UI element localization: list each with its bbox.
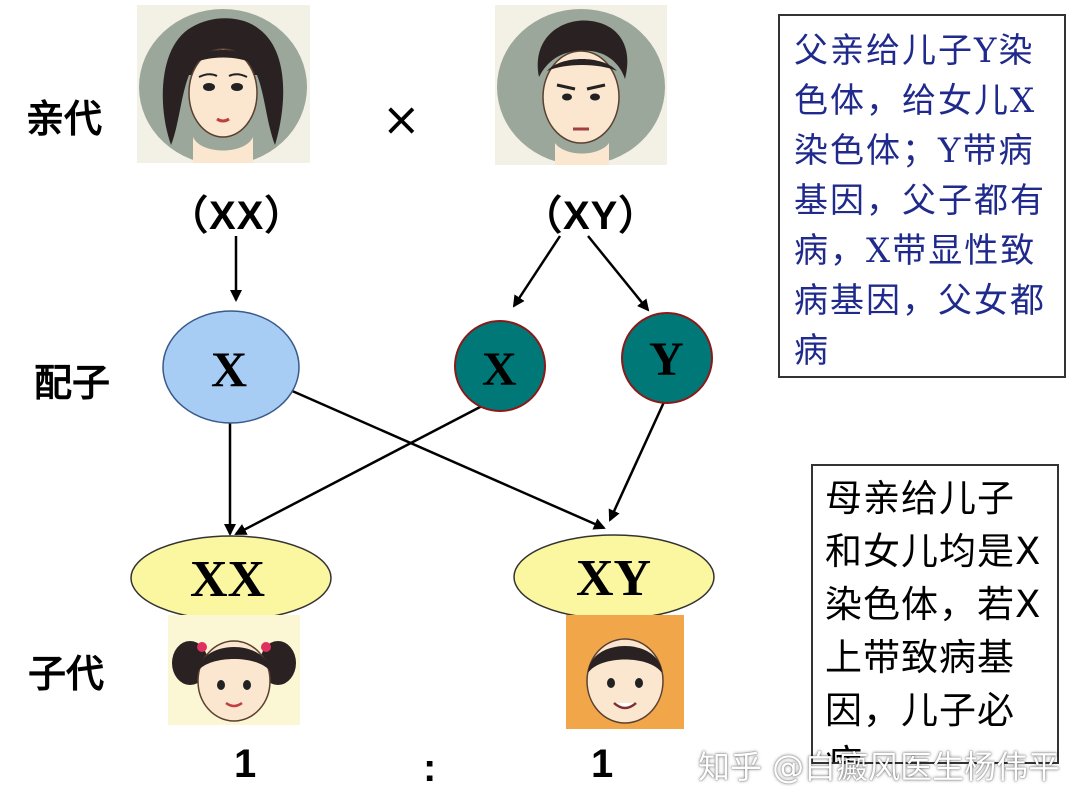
offspring-xx-label: XX: [190, 551, 266, 608]
offspring-xy-label: XY: [576, 550, 652, 607]
ratio-left: 1: [234, 742, 257, 786]
father-portrait: [495, 5, 667, 165]
ratio-right: 1: [591, 742, 614, 786]
gamete-father-x: [454, 320, 546, 412]
mother-genotype: （XX）: [168, 194, 306, 238]
label-parents: 亲代: [26, 97, 103, 141]
arrow-mother-x-to-xy: [289, 388, 606, 530]
father-genotype: （XY）: [522, 194, 660, 238]
gamete-father-y-label: Y: [649, 333, 684, 386]
daughter-portrait: [168, 615, 300, 725]
arrow-father-x-to-xx: [234, 404, 483, 536]
label-offspring: 子代: [28, 652, 105, 696]
watermark: 知乎 @白癜风医生杨伟平: [698, 748, 1061, 786]
gamete-mother-x-label: X: [211, 341, 248, 397]
arrow-father-to-gamete-x: [512, 235, 562, 308]
label-gametes: 配子: [34, 361, 111, 405]
mother-portrait: [137, 5, 310, 163]
gamete-mother-x: [162, 310, 300, 424]
son-portrait: [566, 615, 684, 729]
arrow-father-y-to-xy: [608, 401, 666, 522]
arrow-father-to-gamete-y: [587, 235, 650, 312]
ratio-separator: :: [423, 746, 437, 790]
note-x-linkage: 母亲给儿子和女儿均是X染色体，若X上带致病基因，儿子必病: [811, 464, 1059, 764]
cross-symbol: ×: [382, 92, 421, 146]
note-y-linkage: 父亲给儿子Y染色体，给女儿X染色体；Y带病基因，父子都有病，X带显性致病基因，父…: [778, 14, 1066, 378]
gamete-father-y: [621, 312, 713, 404]
gamete-father-x-label: X: [482, 343, 517, 396]
